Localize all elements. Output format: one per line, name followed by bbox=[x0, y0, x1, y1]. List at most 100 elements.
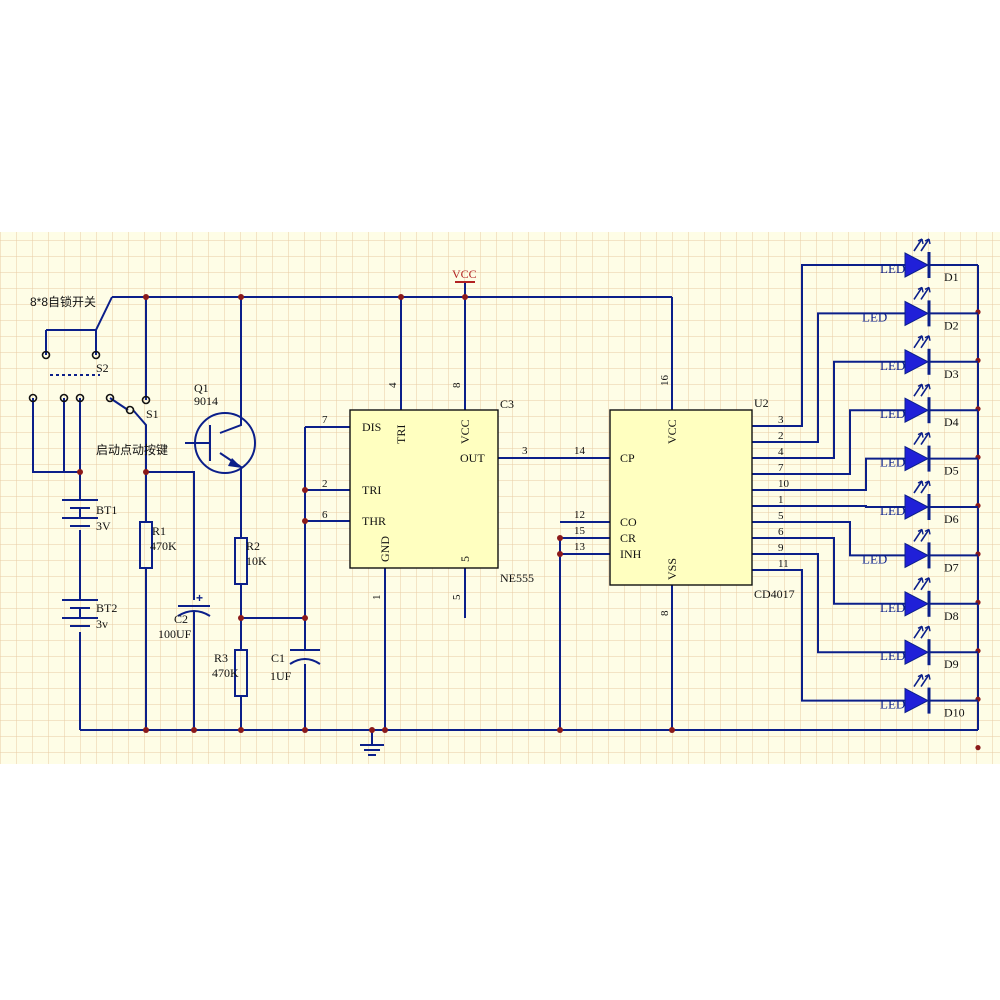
output-wire-q1 bbox=[752, 312, 905, 443]
cd4017-ref: U2 bbox=[754, 396, 769, 410]
c2-polarity: + bbox=[196, 591, 203, 605]
capacitor-c2: + C2 100UF bbox=[158, 591, 211, 641]
cd4017-part: CD4017 bbox=[754, 587, 795, 601]
cd4017-num-q0: 3 bbox=[778, 414, 784, 426]
ne555-num-out: 3 bbox=[522, 445, 528, 457]
cd4017-num-q1: 2 bbox=[778, 430, 784, 442]
cd4017-num-q7: 6 bbox=[778, 526, 784, 538]
junction-dots bbox=[77, 294, 675, 733]
cd4017-body bbox=[609, 409, 753, 586]
led-label: LED bbox=[880, 455, 905, 470]
led-ref: D6 bbox=[944, 512, 959, 526]
output-wire-q3 bbox=[752, 409, 905, 475]
led-ref: D2 bbox=[944, 318, 959, 332]
cd4017-num-vss: 8 bbox=[659, 610, 671, 616]
ne555-pin-gnd: GND bbox=[378, 536, 392, 562]
r2-value: 10K bbox=[246, 554, 267, 568]
led-label: LED bbox=[880, 600, 905, 615]
output-wire-q7 bbox=[752, 537, 905, 605]
ne555-ref: C3 bbox=[500, 397, 514, 411]
ne555-part: NE555 bbox=[500, 571, 534, 585]
ne555-num-ctrl: 5 bbox=[451, 594, 463, 600]
wires bbox=[32, 265, 979, 756]
led-ref: D3 bbox=[944, 367, 959, 381]
led-label: LED bbox=[880, 503, 905, 518]
cd4017-num-q9: 11 bbox=[778, 558, 789, 570]
ne555-pin-five: 5 bbox=[458, 556, 472, 562]
ne555-pin-vcc: VCC bbox=[458, 419, 472, 444]
led-ref: D10 bbox=[944, 706, 965, 720]
r3-ref: R3 bbox=[214, 651, 228, 665]
bt2-ref: BT2 bbox=[96, 601, 117, 615]
r1-ref: R1 bbox=[152, 524, 166, 538]
led-d9: LED D9 bbox=[880, 625, 981, 702]
led-d10: LED D10 bbox=[880, 673, 981, 751]
output-wire-q5 bbox=[752, 505, 905, 508]
capacitor-c1: C1 1UF bbox=[270, 649, 321, 683]
led-label: LED bbox=[880, 648, 905, 663]
button-ref: S1 bbox=[146, 407, 159, 421]
q1-ref: Q1 bbox=[194, 381, 209, 395]
ic-ne555: C3 NE555 DIS TRI THR OUT TRI VCC GND 5 7… bbox=[322, 382, 534, 600]
switch-title: 8*8自锁开关 bbox=[30, 294, 96, 309]
grid-lines bbox=[0, 232, 1000, 764]
switch-s2[interactable]: 8*8自锁开关 S2 bbox=[28, 294, 115, 403]
r3-value: 470K bbox=[212, 666, 239, 680]
battery-bt1: BT1 3V bbox=[62, 499, 117, 533]
c1-ref: C1 bbox=[271, 651, 285, 665]
led-ref: D9 bbox=[944, 657, 959, 671]
led-label: LED bbox=[862, 309, 887, 324]
ne555-pin-dis: DIS bbox=[362, 420, 381, 434]
battery-bt2: BT2 3v bbox=[62, 599, 117, 631]
led-ref: D1 bbox=[944, 270, 959, 284]
switch-ref: S2 bbox=[96, 361, 109, 375]
ne555-num-thr: 6 bbox=[322, 509, 328, 521]
ne555-pin-out: OUT bbox=[460, 451, 485, 465]
ne555-num-top-vcc: 8 bbox=[451, 382, 463, 388]
cd4017-pin-co: CO bbox=[620, 515, 637, 529]
bt2-value: 3v bbox=[96, 617, 108, 631]
cd4017-pin-vss: VSS bbox=[665, 558, 679, 580]
output-wire-q2 bbox=[752, 360, 905, 459]
led-ref: D4 bbox=[944, 415, 959, 429]
bt1-ref: BT1 bbox=[96, 503, 117, 517]
resistor-r2: R2 10K bbox=[234, 537, 267, 585]
output-wire-q6 bbox=[752, 521, 905, 557]
ne555-num-dis: 7 bbox=[322, 414, 328, 426]
led-d6: LED D6 bbox=[880, 480, 981, 557]
c2-value: 100UF bbox=[158, 627, 192, 641]
led-d2: LED D2 bbox=[862, 286, 981, 363]
q1-value: 9014 bbox=[194, 394, 218, 408]
led-d1: LED D1 bbox=[880, 238, 981, 315]
c2-ref: C2 bbox=[174, 612, 188, 626]
button-s1[interactable]: S1 启动点动按键 bbox=[96, 395, 168, 458]
r1-value: 470K bbox=[150, 539, 177, 553]
cd4017-pin-vcc: VCC bbox=[665, 419, 679, 444]
ne555-num-top-tri: 4 bbox=[387, 382, 399, 388]
button-label: 启动点动按键 bbox=[96, 443, 168, 457]
output-wire-q0 bbox=[752, 264, 905, 427]
led-ref: D8 bbox=[944, 609, 959, 623]
led-label: LED bbox=[880, 261, 905, 276]
cd4017-num-q3: 7 bbox=[778, 462, 784, 474]
vcc-symbol: VCC bbox=[452, 267, 477, 283]
led-label: LED bbox=[862, 551, 887, 566]
resistor-r3: R3 470K bbox=[212, 649, 248, 697]
led-label: LED bbox=[880, 697, 905, 712]
cd4017-num-q8: 9 bbox=[778, 542, 784, 554]
led-label: LED bbox=[880, 358, 905, 373]
led-array: LEDD1LEDD2LEDD3LEDD4LEDD5LEDD6LEDD7LEDD8… bbox=[862, 238, 981, 751]
cd4017-num-cp: 14 bbox=[574, 445, 586, 457]
ne555-pin-tri-top: TRI bbox=[394, 425, 408, 444]
cd4017-num-inh: 13 bbox=[574, 541, 586, 553]
c1-value: 1UF bbox=[270, 669, 292, 683]
cd4017-num-q4: 10 bbox=[778, 478, 790, 490]
bt1-value: 3V bbox=[96, 519, 111, 533]
cd4017-num-cr: 15 bbox=[574, 525, 586, 537]
ic-cd4017: U2 CD4017 CP CO CR INH 14 12 15 13 VCC 1… bbox=[574, 375, 795, 617]
led-d8: LED D8 bbox=[880, 577, 981, 654]
ne555-pin-thr: THR bbox=[362, 514, 386, 528]
